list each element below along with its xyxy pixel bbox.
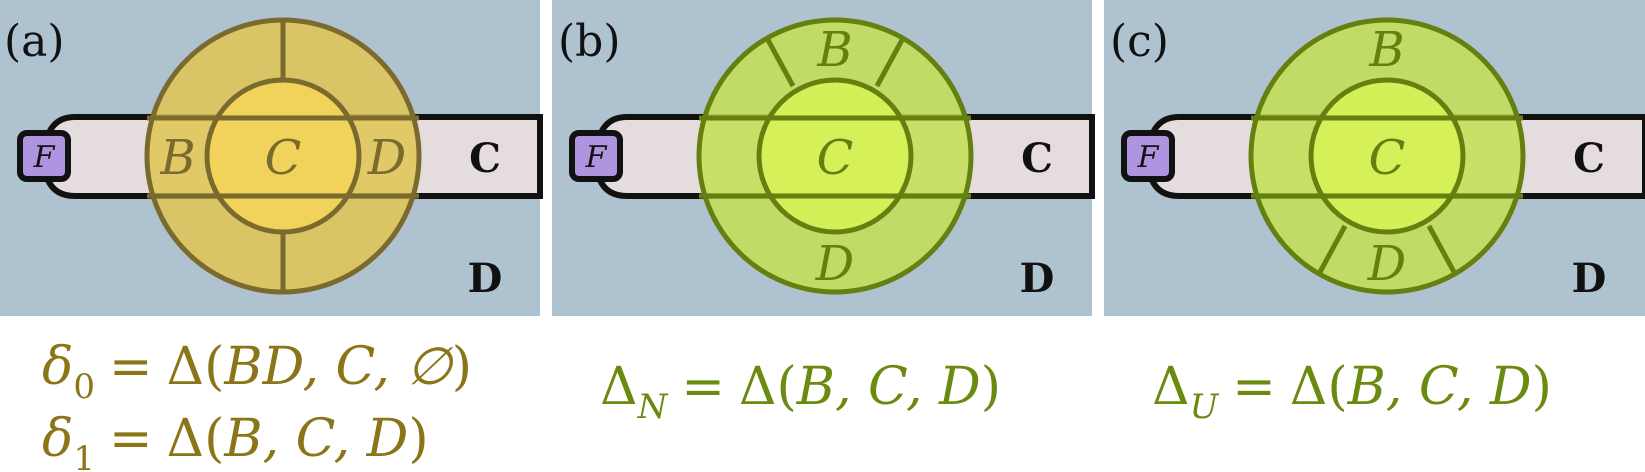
region-label-bottom: D bbox=[815, 236, 854, 292]
svg-text:δ1=Δ(B, C, D): δ1=Δ(B, C, D) bbox=[42, 409, 429, 472]
formula-equals: = bbox=[681, 357, 725, 417]
region-label-left: B bbox=[159, 130, 195, 186]
panel-tag: (b) bbox=[558, 16, 621, 67]
panel-tag: (a) bbox=[4, 16, 65, 67]
formula-delta: Δ bbox=[1290, 357, 1328, 417]
svg-text:δ0=Δ(BD, C, ∅): δ0=Δ(BD, C, ∅) bbox=[42, 337, 472, 407]
strip-label: C bbox=[469, 135, 501, 182]
formula-symbol: Δ bbox=[1152, 357, 1190, 417]
divider-bottom-right bbox=[1426, 224, 1457, 274]
panel-a: F (a) B C D C D bbox=[0, 0, 543, 316]
formula-subscript: N bbox=[637, 387, 669, 427]
region-label-center: C bbox=[1369, 130, 1406, 186]
formula-subscript: U bbox=[1190, 387, 1220, 427]
strip-label: C bbox=[1021, 135, 1053, 182]
formula-equals: = bbox=[109, 337, 153, 397]
f-box bbox=[569, 130, 623, 182]
divider-bottom-left bbox=[1317, 224, 1348, 274]
formula-a1: δ1=Δ(B, C, D) bbox=[42, 409, 429, 472]
f-box bbox=[17, 130, 71, 182]
region-label-center: C bbox=[817, 130, 854, 186]
region-label-bottom: D bbox=[1367, 236, 1406, 292]
formula-a0: δ0=Δ(BD, C, ∅) bbox=[42, 337, 472, 407]
formula-equals: = bbox=[1232, 357, 1276, 417]
region-label-center: C bbox=[265, 130, 302, 186]
corner-label: D bbox=[468, 255, 503, 302]
region-label-top: B bbox=[816, 22, 852, 78]
formula-symbol: Δ bbox=[600, 357, 638, 417]
formula-b: ΔN=Δ(B, C, D) bbox=[600, 357, 1001, 427]
f-box bbox=[1121, 130, 1175, 182]
f-box-label: F bbox=[33, 140, 56, 175]
svg-text:ΔN=Δ(B, C, D): ΔN=Δ(B, C, D) bbox=[600, 357, 1001, 427]
divider-top-left bbox=[765, 38, 796, 88]
panel-c: F (c) B C D C D bbox=[1104, 0, 1645, 316]
formula-delta: Δ bbox=[739, 357, 777, 417]
region-label-top: B bbox=[1368, 22, 1404, 78]
formula-equals: = bbox=[109, 409, 153, 469]
formula-symbol: δ bbox=[42, 337, 73, 397]
formula-subscript: 0 bbox=[73, 367, 95, 407]
svg-text:ΔU=Δ(B, C, D): ΔU=Δ(B, C, D) bbox=[1152, 357, 1552, 427]
formula-delta: Δ bbox=[167, 337, 205, 397]
formula-args: B, C, D bbox=[1347, 357, 1532, 417]
formula-delta: Δ bbox=[167, 409, 205, 469]
strip-label: C bbox=[1573, 135, 1605, 182]
corner-label: D bbox=[1572, 255, 1607, 302]
formula-c: ΔU=Δ(B, C, D) bbox=[1152, 357, 1552, 427]
f-box-label: F bbox=[1137, 140, 1160, 175]
panel-b: F (b) B C D C D bbox=[552, 0, 1095, 316]
panel-tag: (c) bbox=[1110, 16, 1169, 67]
formula-symbol: δ bbox=[42, 409, 73, 469]
corner-label: D bbox=[1020, 255, 1055, 302]
formula-args: B, C, D bbox=[796, 357, 981, 417]
f-box-label: F bbox=[585, 140, 608, 175]
formula-subscript: 1 bbox=[73, 439, 95, 472]
divider-top-right bbox=[874, 38, 905, 88]
formula-args: BD, C, ∅ bbox=[223, 337, 454, 397]
formula-args: B, C, D bbox=[223, 409, 408, 469]
region-label-right: D bbox=[367, 130, 406, 186]
